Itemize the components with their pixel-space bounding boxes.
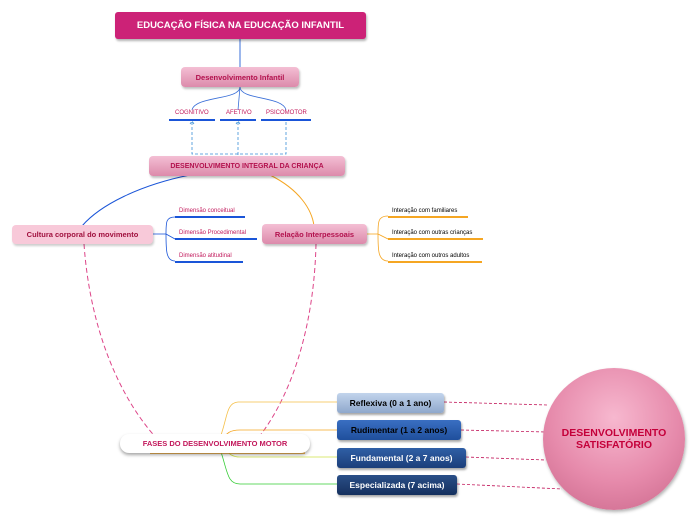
phase-rudimentar[interactable]: Rudimentar (1 a 2 anos) (337, 420, 461, 440)
cultura-node[interactable]: Cultura corporal do movimento (12, 225, 153, 244)
dashed-aspect-links (189, 120, 287, 155)
dimension-procedimental-underline (175, 238, 257, 240)
interaction-adultos[interactable]: Interação com outros adultos (392, 253, 470, 259)
phase-especializada-label: Especializada (7 acima) (349, 480, 445, 490)
dimension-atitudinal-underline (175, 261, 243, 263)
dimension-procedimental[interactable]: Dimensão Procedimental (179, 230, 247, 236)
phase-fundamental-label: Fundamental (2 a 7 anos) (350, 453, 453, 463)
aspect-cognitivo-underline (169, 119, 215, 121)
phase-especializada[interactable]: Especializada (7 acima) (337, 475, 457, 495)
integral-label: DESENVOLVIMENTO INTEGRAL DA CRIANÇA (170, 162, 324, 170)
phase-fundamental[interactable]: Fundamental (2 a 7 anos) (337, 448, 466, 468)
aspect-afetivo-underline (220, 119, 256, 121)
interaction-familiares[interactable]: Interação com familiares (392, 208, 458, 214)
root-title-text: EDUCAÇÃO FÍSICA NA EDUCAÇÃO INFANTIL (136, 20, 345, 31)
interaction-adultos-underline (388, 261, 482, 263)
fases-node[interactable]: FASES DO DESENVOLVIMENTO MOTOR (120, 434, 310, 453)
links-relacao-interactions (367, 215, 389, 262)
link-integral-relacao (269, 174, 315, 227)
fases-label: FASES DO DESENVOLVIMENTO MOTOR (142, 439, 288, 448)
integral-node[interactable]: DESENVOLVIMENTO INTEGRAL DA CRIANÇA (149, 156, 345, 176)
aspect-cognitivo[interactable]: COGNITIVO (175, 110, 209, 116)
phase-reflexiva[interactable]: Reflexiva (0 a 1 ano) (337, 393, 444, 413)
dimension-atitudinal[interactable]: Dimensão atitudinal (179, 253, 232, 259)
link-integral-cultura (81, 174, 191, 227)
link-dev-afetivo (237, 86, 241, 111)
dev-infantil-label: Desenvolvimento Infantil (195, 72, 285, 82)
dashed-phases-circle (443, 401, 563, 490)
interaction-familiares-underline (388, 216, 468, 218)
relacao-node[interactable]: Relação Interpessoais (262, 224, 367, 244)
link-dev-psicomotor (239, 86, 287, 111)
root-title[interactable]: EDUCAÇÃO FÍSICA NA EDUCAÇÃO INFANTIL (115, 12, 366, 39)
resultado-label: DESENVOLVIMENTO SATISFATÓRIO (561, 427, 667, 451)
cultura-label: Cultura corporal do movimento (26, 230, 139, 239)
dashed-relacao-fases (254, 243, 317, 443)
links-cultura-dimensions (153, 216, 176, 262)
dimension-conceitual[interactable]: Dimensão conceitual (179, 208, 235, 214)
phase-reflexiva-label: Reflexiva (0 a 1 ano) (349, 398, 432, 408)
aspect-psicomotor[interactable]: PSICOMOTOR (266, 110, 307, 116)
phase-rudimentar-label: Rudimentar (1 a 2 anos) (350, 425, 448, 435)
dashed-cultura-fases (83, 243, 161, 443)
resultado-circle[interactable]: DESENVOLVIMENTO SATISFATÓRIO (543, 368, 685, 510)
aspect-psicomotor-underline (261, 119, 311, 121)
dimension-conceitual-underline (175, 216, 245, 218)
aspect-afetivo[interactable]: AFETIVO (226, 110, 252, 116)
link-dev-cognitivo (191, 86, 241, 111)
interaction-criancas-underline (388, 238, 483, 240)
dev-infantil-node[interactable]: Desenvolvimento Infantil (181, 67, 299, 87)
interaction-criancas[interactable]: Interação com outras crianças (392, 230, 473, 236)
relacao-label: Relação Interpessoais (274, 229, 355, 239)
